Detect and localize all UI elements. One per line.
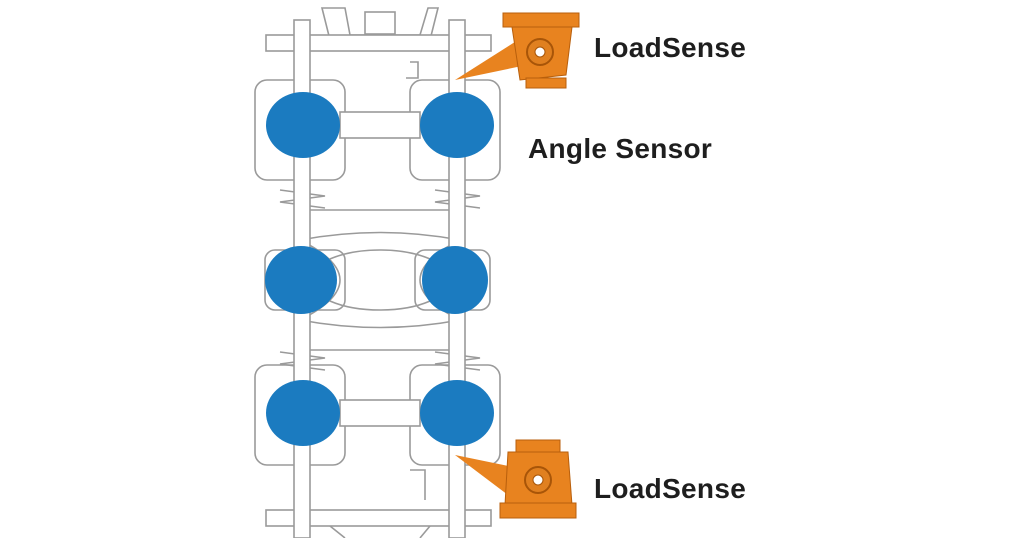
- loadsense-label-top: LoadSense: [594, 32, 747, 63]
- bottom-load-sensor: [455, 439, 577, 519]
- loadsense-label-bottom: LoadSense: [594, 473, 747, 504]
- angle-sensor-label: Angle Sensor: [528, 133, 713, 164]
- angle-sensor-marker: [420, 380, 494, 446]
- callout-pointer: [455, 455, 518, 498]
- callout-pointer: [455, 40, 522, 80]
- angle-sensor-marker: [266, 92, 340, 158]
- load-sensor-icon: [499, 439, 577, 519]
- angle-sensor-marker: [265, 246, 337, 314]
- angle-sensor-marker: [422, 246, 488, 314]
- angle-sensor-marker: [266, 380, 340, 446]
- load-sensor-icon: [502, 12, 580, 89]
- angle-sensor-markers: [265, 92, 494, 446]
- top-load-sensor: [455, 12, 580, 89]
- angle-sensor-marker: [420, 92, 494, 158]
